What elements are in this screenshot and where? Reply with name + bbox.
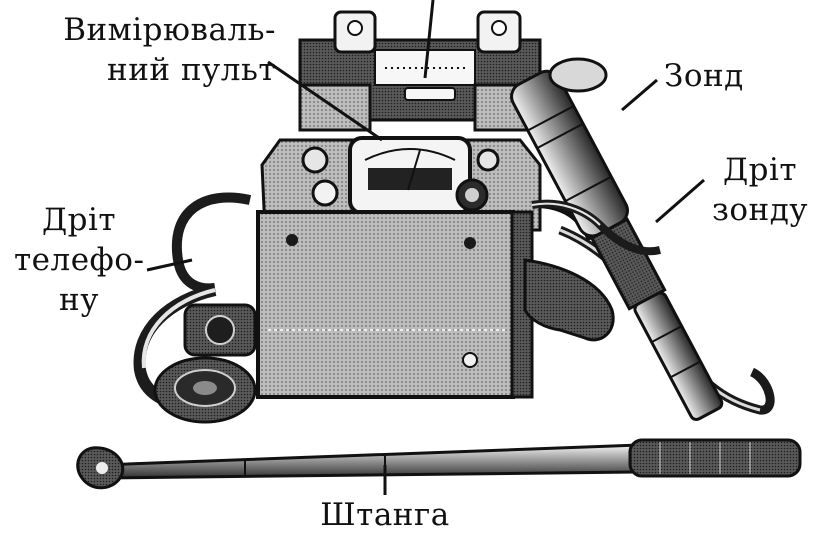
instrument-panel bbox=[260, 136, 542, 232]
leader-console-top bbox=[423, 0, 435, 79]
label-phone-wire-line2: телефо- bbox=[14, 242, 145, 278]
label-rod: Штанга bbox=[320, 497, 450, 533]
main-box bbox=[256, 210, 534, 399]
leader-phone-wire bbox=[146, 258, 193, 272]
leader-probe-wire bbox=[655, 178, 705, 224]
headphones bbox=[133, 192, 270, 424]
rod bbox=[76, 438, 802, 490]
label-probe-wire-line1: Дріт bbox=[722, 152, 798, 188]
leader-console bbox=[267, 60, 383, 142]
leader-lines bbox=[146, 0, 705, 495]
label-phone-wire: Дріт телефо- ну bbox=[14, 202, 144, 318]
label-measuring-console-line2: ний пульт bbox=[107, 52, 276, 88]
label-probe: Зонд bbox=[664, 58, 744, 94]
leader-probe bbox=[621, 78, 658, 112]
label-probe-wire: Дріт зонду bbox=[708, 152, 812, 228]
label-measuring-console-line1: Вимірюваль- bbox=[63, 12, 276, 48]
label-phone-wire-line1: Дріт bbox=[41, 202, 117, 238]
label-phone-wire-line3: ну bbox=[59, 282, 99, 318]
label-measuring-console: Вимірюваль- ний пульт bbox=[36, 12, 276, 88]
probe-cable bbox=[531, 199, 661, 256]
label-probe-wire-line2: зонду bbox=[711, 192, 809, 228]
measuring-console bbox=[298, 10, 542, 132]
